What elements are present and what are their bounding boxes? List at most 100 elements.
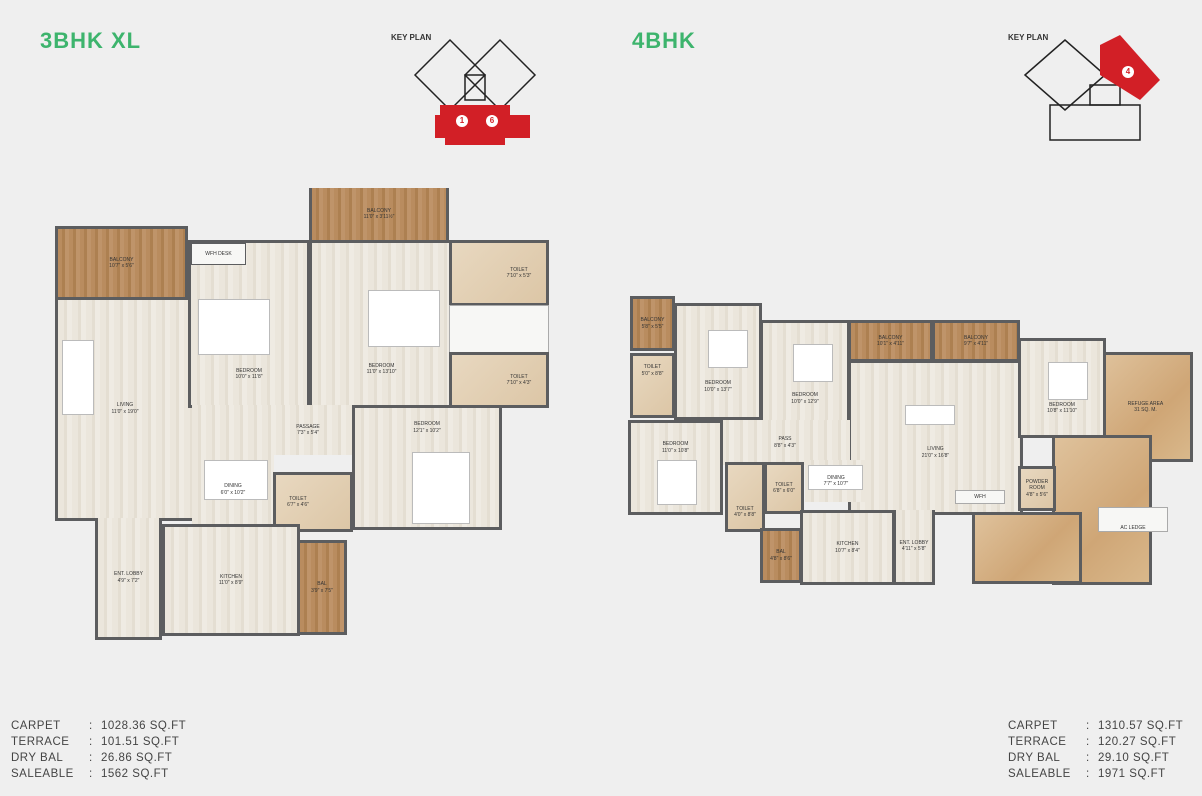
room-name: BEDROOM bbox=[792, 392, 818, 398]
room-dimensions: 11'0" x 8'9" bbox=[218, 580, 244, 586]
room-name: KITCHEN bbox=[836, 541, 859, 547]
room-dimensions: 10'0" x 12'9" bbox=[791, 398, 819, 405]
room-name: BEDROOM bbox=[368, 362, 395, 369]
room-name: AC LEDGE bbox=[1120, 524, 1146, 531]
room-dimensions: 11'0" x 19'0" bbox=[111, 408, 139, 415]
room-name: BALCONY bbox=[878, 334, 903, 341]
room-dimensions: 5'0" x 8'8" bbox=[641, 370, 664, 377]
room-dimensions: 31 SQ. M. bbox=[1134, 407, 1157, 413]
dining-table bbox=[204, 460, 268, 500]
room-name: TOILET bbox=[510, 266, 528, 273]
room-dimensions: 4'9" x 7'2" bbox=[117, 577, 140, 584]
room-name: TOILET bbox=[643, 364, 662, 370]
key-unit-badge: 6 bbox=[486, 115, 498, 127]
area-value: 1971 SQ.FT bbox=[1098, 768, 1166, 780]
key-plan-label: KEY PLAN bbox=[391, 33, 432, 42]
dining-table bbox=[808, 465, 863, 490]
plan-title-3bhk: 3BHK XL bbox=[40, 28, 142, 53]
key-plan-4bhk bbox=[1023, 35, 1160, 141]
room-dimensions: 11'0" x 13'10" bbox=[366, 369, 397, 375]
bed bbox=[708, 330, 748, 368]
room-name: WFH DESK bbox=[205, 250, 232, 257]
area-value: 1562 SQ.FT bbox=[101, 768, 169, 780]
room-name: LIVING bbox=[927, 446, 944, 452]
wfh-desk: WFH bbox=[955, 490, 1005, 504]
bed bbox=[198, 299, 270, 355]
room-dimensions: 7'7" x 10'7" bbox=[823, 481, 849, 487]
dressing-area bbox=[449, 305, 549, 355]
room-name: BEDROOM bbox=[705, 380, 731, 386]
bed bbox=[657, 460, 697, 505]
room-name: BAL bbox=[317, 581, 327, 587]
room-dimensions: 4'11" x 5'8" bbox=[901, 546, 927, 552]
area-label: TERRACE bbox=[11, 736, 70, 748]
room-dimensions: 10'0" x 11'8" bbox=[235, 374, 263, 380]
room-dimensions: 6'8" x 6'0" bbox=[773, 488, 795, 494]
room-dimensions: 4'0" x 8'8" bbox=[734, 512, 756, 518]
room-dimensions: 9'7" x 4'11" bbox=[963, 341, 989, 347]
room-dimensions: 6'0" x 10'2" bbox=[220, 489, 246, 496]
sofa bbox=[905, 405, 955, 425]
area-value: 29.10 SQ.FT bbox=[1098, 752, 1170, 764]
room-name: TOILET bbox=[510, 373, 528, 380]
room-name: BEDROOM bbox=[1049, 401, 1075, 408]
room-name: DINING bbox=[827, 474, 845, 481]
room-name: TOILET bbox=[775, 481, 793, 488]
room-name: BEDROOM bbox=[236, 367, 262, 374]
room-name: TOILET bbox=[289, 495, 307, 502]
room-name: DINING bbox=[224, 483, 242, 489]
bed bbox=[412, 452, 470, 524]
room-name: BALCONY bbox=[109, 256, 134, 263]
room-dimensions: 4'8" x 5'6" bbox=[1026, 491, 1048, 498]
room-dimensions: 11'0" x 10'8" bbox=[661, 447, 690, 454]
room-name: PASS bbox=[778, 436, 792, 442]
bed bbox=[793, 344, 833, 382]
room-dimensions: 10'7" x 8'4" bbox=[835, 547, 860, 554]
room-dimensions: 3'9" x 7'5" bbox=[311, 587, 333, 594]
room-dimensions: 10'0" x 13'7" bbox=[704, 386, 732, 393]
area-value: 1028.36 SQ.FT bbox=[101, 720, 187, 732]
area-label: CARPET bbox=[11, 720, 61, 732]
room-dimensions: 7'3" x 5'4" bbox=[297, 430, 319, 436]
area-value: 120.27 SQ.FT bbox=[1098, 736, 1177, 748]
room-dimensions: 10'7" x 5'6" bbox=[109, 263, 134, 269]
area-value: 101.51 SQ.FT bbox=[101, 736, 180, 748]
sofa bbox=[62, 340, 94, 415]
room-name: KITCHEN bbox=[220, 573, 242, 580]
room-dimensions: 10'1" x 4'11" bbox=[876, 341, 905, 347]
plan-title-4bhk: 4BHK bbox=[632, 28, 696, 53]
room-name: BALCONY bbox=[367, 207, 391, 214]
room-dimensions: 11'0" x 3'11½" bbox=[363, 214, 395, 220]
refuge-area-lower bbox=[972, 512, 1082, 584]
room-name: BAL bbox=[776, 549, 786, 555]
room-dimensions: 8'8" x 4'3" bbox=[774, 442, 796, 449]
key-plan-3bhk bbox=[413, 38, 537, 145]
area-label: SALEABLE bbox=[1008, 768, 1071, 780]
room-dimensions: 7'10" x 5'3" bbox=[506, 273, 532, 279]
bed bbox=[368, 290, 440, 347]
room-dimensions: 4'8" x 8'6" bbox=[770, 555, 792, 562]
room-name: LIVING bbox=[116, 402, 134, 408]
area-label: TERRACE bbox=[1008, 736, 1067, 748]
room-name: WFH bbox=[974, 493, 986, 500]
area-label: DRY BAL bbox=[1008, 752, 1061, 764]
key-unit-badge: 4 bbox=[1122, 66, 1134, 78]
area-label: CARPET bbox=[1008, 720, 1058, 732]
room-name: BALCONY bbox=[640, 317, 665, 323]
room-wfh-desk: WFH DESK bbox=[191, 243, 246, 265]
room-dimensions: 10'8" x 11'10" bbox=[1047, 408, 1077, 414]
